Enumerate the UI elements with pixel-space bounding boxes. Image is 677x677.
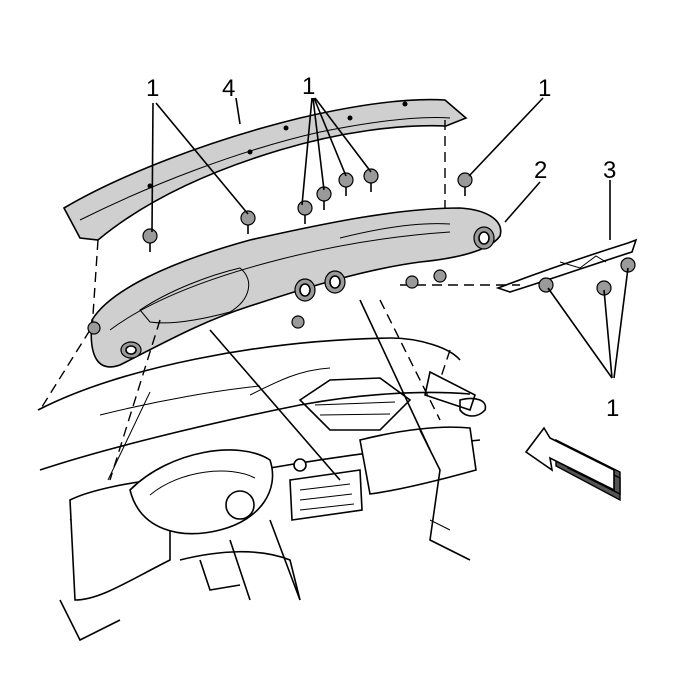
leader-lines [151, 97, 629, 379]
upper-trim-panel [90, 207, 502, 368]
alignment-lines [39, 120, 520, 481]
fastener-screw [433, 269, 447, 283]
fastener-screw [405, 275, 419, 289]
callout-fastener-lower: 1 [606, 395, 619, 422]
fastener-screw [291, 315, 305, 329]
fastener-screw [457, 172, 473, 196]
fastener-screw [240, 210, 256, 234]
defroster-molding [62, 98, 468, 241]
fastener-screw [538, 277, 554, 293]
callouts: 1 4 1 1 2 3 1 [146, 73, 619, 422]
lower-instrument-panel [37, 337, 487, 642]
callout-fastener-center: 1 [302, 73, 315, 100]
fastener-screw [142, 228, 158, 252]
callout-fastener-left: 1 [146, 75, 159, 102]
callout-panel: 2 [534, 157, 547, 184]
view-direction-arrow [524, 426, 621, 502]
callout-fastener-right: 1 [538, 75, 551, 102]
callout-molding: 4 [222, 75, 235, 102]
side-bracket [495, 238, 638, 293]
fastener-screw [297, 200, 313, 224]
callout-bracket: 3 [603, 157, 616, 184]
fastener-screw [316, 186, 332, 210]
fastener-screw [338, 172, 354, 196]
fastener-screw [87, 321, 101, 335]
fastener-screw [363, 168, 379, 192]
